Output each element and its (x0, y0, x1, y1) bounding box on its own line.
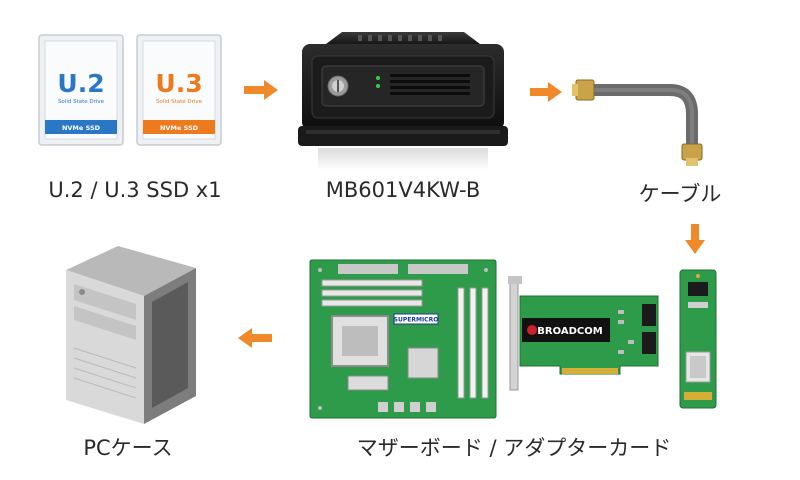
enclosure-image (298, 32, 508, 170)
u3-band-text: NVMe SSD (160, 124, 199, 132)
arrow-right-1-icon (244, 80, 278, 100)
u3-ssd-image: U.3 Solid State Drive NVMe SSD (136, 34, 222, 146)
label-cable: ケーブル (638, 182, 722, 206)
m2-adapter-image (679, 269, 717, 409)
adapter-card-image: BROADCOM (508, 276, 659, 391)
broadcom-logo-text: BROADCOM (537, 326, 602, 337)
motherboard-image: SUPERMICRO (309, 259, 497, 419)
u2-band-text: NVMe SSD (62, 124, 101, 132)
cable-image (572, 79, 703, 166)
arrow-down-icon (685, 224, 705, 254)
arrow-right-2-icon (530, 82, 562, 102)
label-ssd: U.2 / U.3 SSD x1 (48, 178, 222, 202)
label-enclosure: MB601V4KW-B (325, 178, 481, 202)
u2-big-text: U.2 (57, 69, 104, 98)
u3-sub-text: Solid State Drive (156, 99, 203, 105)
u2-ssd-image: U.2 Solid State Drive NVMe SSD (38, 34, 124, 146)
label-board: マザーボード / アダプターカード (356, 436, 672, 460)
arrow-left-icon (238, 328, 272, 348)
supermicro-logo-text: SUPERMICRO (394, 317, 439, 324)
pc-case-image (66, 246, 196, 424)
u3-big-text: U.3 (155, 69, 202, 98)
label-pc-case: PCケース (83, 436, 173, 460)
u2-sub-text: Solid State Drive (58, 99, 105, 105)
